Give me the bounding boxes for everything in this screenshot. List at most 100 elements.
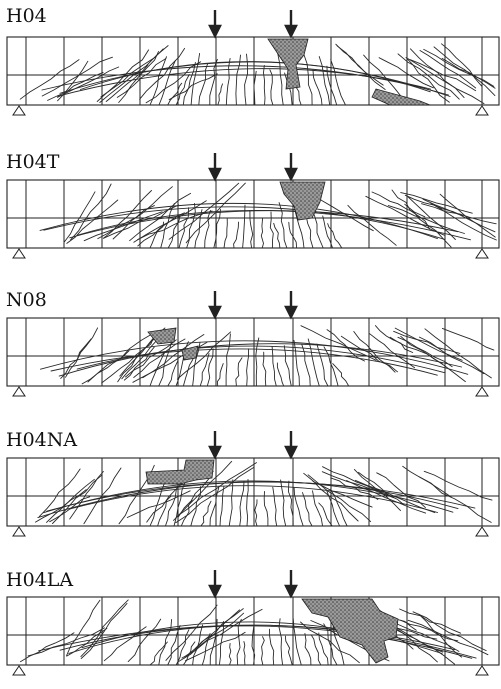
beam-outline xyxy=(6,179,500,249)
right-support-icon xyxy=(475,526,489,537)
crack-line xyxy=(160,203,175,249)
crack-line xyxy=(182,62,196,106)
crack-line xyxy=(332,363,350,387)
crack-line xyxy=(326,329,365,362)
crack-line xyxy=(96,49,150,102)
crack-line xyxy=(255,337,260,387)
damage-zone xyxy=(145,459,215,485)
crack-line xyxy=(102,204,180,239)
beam-body xyxy=(6,431,500,537)
load-arrow xyxy=(208,291,222,320)
crack-line xyxy=(253,70,257,106)
crack-line xyxy=(405,57,450,103)
crack-line xyxy=(269,211,274,249)
crack-line xyxy=(409,48,465,99)
crack-line xyxy=(389,336,443,365)
crack-line xyxy=(66,199,119,244)
crack-line xyxy=(76,345,446,374)
beam-label: H04NA xyxy=(6,429,77,451)
beam-outline xyxy=(6,36,500,106)
crack-line xyxy=(335,43,384,86)
crack-line xyxy=(251,615,256,666)
crack-line xyxy=(80,602,128,659)
crack-line xyxy=(217,83,223,106)
crack-line xyxy=(83,211,163,242)
crack-line xyxy=(126,490,191,518)
beam-panel: H04NA xyxy=(6,429,500,537)
crack-line xyxy=(397,53,460,100)
right-support-icon xyxy=(475,665,489,676)
crack-line xyxy=(261,636,265,666)
crack-line xyxy=(393,330,461,354)
crack-line xyxy=(322,215,334,249)
crack-line xyxy=(127,618,162,663)
crack-line xyxy=(246,348,250,387)
crack-line xyxy=(300,325,377,361)
crack-line xyxy=(409,59,477,92)
load-arrow-head xyxy=(284,305,298,320)
load-arrow xyxy=(208,10,222,39)
crack-line xyxy=(176,462,257,517)
crack-line xyxy=(225,333,231,387)
beam-body xyxy=(6,570,500,676)
damage-zone xyxy=(147,327,177,345)
crack-line xyxy=(323,623,338,666)
crack-line xyxy=(27,627,105,657)
crack-line xyxy=(83,467,122,525)
load-arrow xyxy=(284,431,298,460)
crack-line xyxy=(400,619,459,642)
crack-line xyxy=(200,500,212,527)
crack-line xyxy=(65,327,99,378)
crack-line xyxy=(312,490,324,527)
crack-line xyxy=(387,205,465,234)
crack-line xyxy=(58,343,463,377)
load-arrow-head xyxy=(284,24,298,39)
crack-line xyxy=(273,222,281,249)
load-arrow-head xyxy=(208,167,222,182)
crack-line xyxy=(59,61,431,94)
crack-line xyxy=(239,481,245,527)
load-arrow xyxy=(208,570,222,599)
crack-line xyxy=(327,223,343,249)
crack-line xyxy=(278,202,288,249)
crack-line xyxy=(164,489,177,527)
crack-line xyxy=(260,217,264,249)
load-arrow xyxy=(208,153,222,182)
crack-line xyxy=(307,474,372,523)
load-arrow xyxy=(208,431,222,460)
crack-line xyxy=(272,486,278,527)
crack-line xyxy=(310,634,322,666)
left-support-icon xyxy=(12,665,26,676)
crack-line xyxy=(167,625,181,666)
crack-line xyxy=(149,351,166,387)
crack-line xyxy=(407,196,456,240)
crack-line xyxy=(287,480,294,527)
load-arrow xyxy=(284,291,298,320)
load-arrow xyxy=(284,10,298,39)
crack-line xyxy=(386,617,460,652)
crack-line xyxy=(330,59,346,106)
crack-line xyxy=(70,183,112,241)
crack-line xyxy=(441,57,496,89)
crack-line xyxy=(178,612,245,662)
crack-line xyxy=(235,54,241,106)
crack-line xyxy=(371,191,426,218)
beam-panel: H04 xyxy=(6,5,500,116)
load-arrow-head xyxy=(208,584,222,599)
crack-line xyxy=(244,53,248,106)
crack-line xyxy=(418,336,485,375)
crack-line xyxy=(326,65,338,106)
beam-body xyxy=(6,153,500,259)
crack-line xyxy=(175,467,254,524)
crack-line xyxy=(157,495,172,527)
crack-line xyxy=(318,502,333,527)
crack-line xyxy=(66,599,101,657)
right-support-icon xyxy=(475,386,489,397)
crack-line xyxy=(69,485,439,513)
crack-line xyxy=(223,217,228,249)
crack-line xyxy=(173,460,233,521)
crack-line xyxy=(402,465,452,498)
crack-line xyxy=(276,362,285,387)
crack-line xyxy=(47,71,104,101)
